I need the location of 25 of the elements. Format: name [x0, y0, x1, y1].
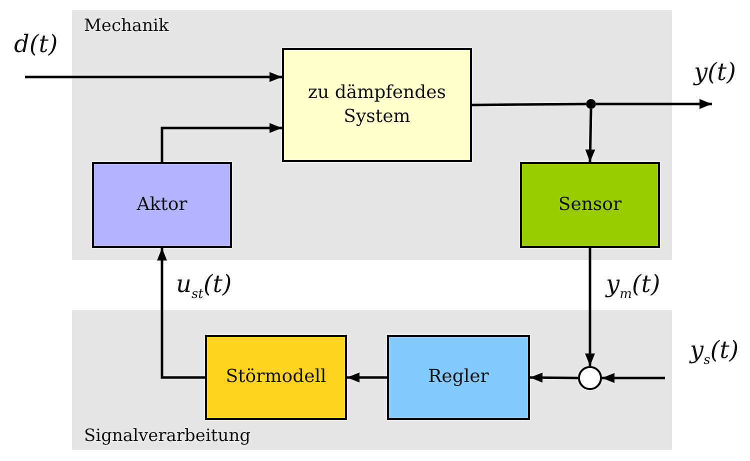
- arrow: [585, 108, 596, 162]
- region-label: Signalverarbeitung: [84, 426, 251, 446]
- block-box: Sensor: [520, 162, 660, 248]
- arrow: [530, 372, 578, 383]
- block-box: Regler: [387, 335, 530, 420]
- region-band: [72, 310, 672, 450]
- signal-label: y$_{s}$(t): [690, 336, 739, 368]
- region-label: Mechanik: [84, 16, 169, 36]
- arrow: [347, 372, 387, 382]
- arrow: [157, 248, 205, 379]
- arrow: [25, 72, 282, 82]
- arrow: [160, 123, 282, 162]
- signal-label: u$_{st}$(t): [176, 270, 232, 302]
- signal-label: y$_{m}$(t): [606, 270, 660, 302]
- block-box: Aktor: [92, 162, 232, 248]
- arrow: [596, 99, 712, 109]
- summing-junction: [578, 366, 602, 390]
- signal-label: y(t): [694, 58, 736, 86]
- arrow: [585, 248, 595, 366]
- signal-label: d(t): [14, 30, 58, 58]
- block-box: zu dämpfendes System: [282, 48, 472, 162]
- region-band: [72, 10, 672, 260]
- junction-dot: [586, 99, 596, 109]
- block-box: Störmodell: [205, 335, 347, 420]
- arrow: [602, 373, 665, 383]
